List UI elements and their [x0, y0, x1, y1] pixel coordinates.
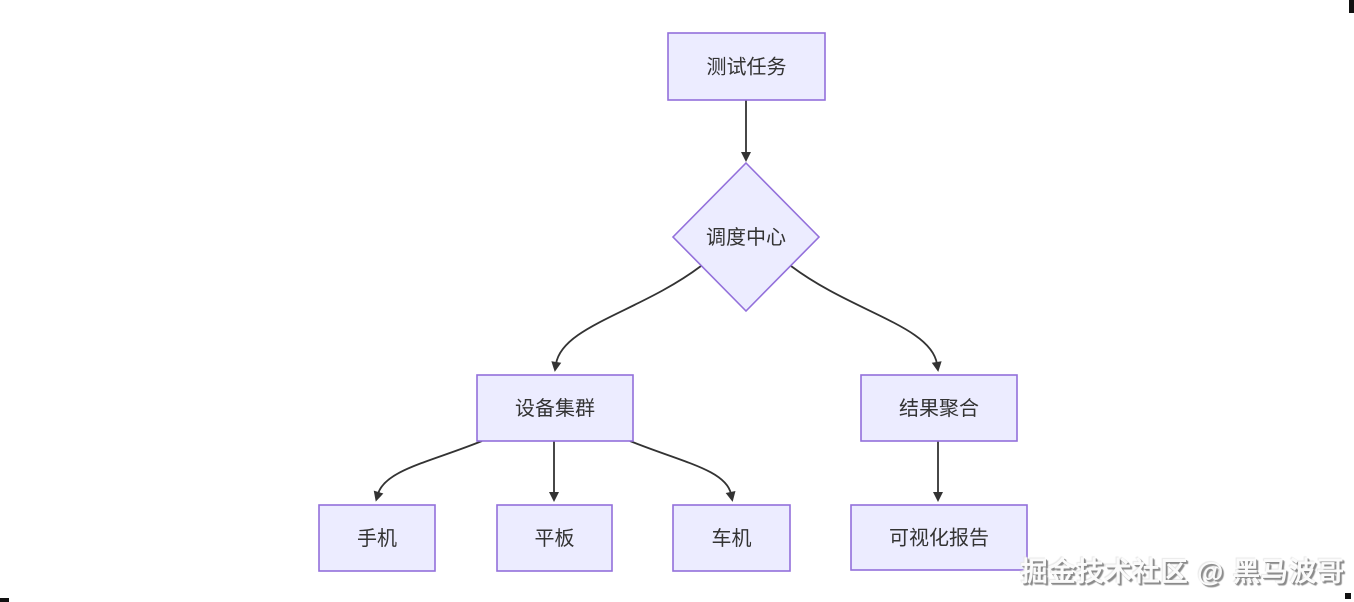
- node-tablet: 平板: [496, 504, 613, 572]
- node-device-cluster: 设备集群: [476, 374, 634, 442]
- node-test-task-label: 测试任务: [707, 56, 787, 79]
- edge-layer: [373, 100, 943, 502]
- watermark-text: 掘金技术社区 @ 黑马波哥: [1020, 557, 1345, 587]
- node-tablet-label: 平板: [535, 527, 575, 550]
- node-device-cluster-shape: [476, 374, 634, 442]
- node-phone-label: 手机: [357, 527, 397, 550]
- node-test-task-shape: [667, 32, 826, 101]
- node-phone-shape: [318, 504, 436, 572]
- corner-artifact-bottom-left: [0, 598, 9, 602]
- node-car-machine-shape: [672, 504, 791, 572]
- edge-dispatch-center-to-device-cluster: [551, 265, 702, 372]
- node-phone: 手机: [318, 504, 436, 572]
- node-visualization-report-shape: [850, 504, 1028, 571]
- node-car-machine: 车机: [672, 504, 791, 572]
- corner-artifact-top-right: [1349, 0, 1354, 13]
- edge-device-cluster-to-car-machine: [629, 440, 736, 502]
- edge-device-cluster-to-phone: [373, 440, 483, 502]
- node-device-cluster-label: 设备集群: [515, 397, 595, 420]
- node-visualization-report-label: 可视化报告: [889, 527, 989, 550]
- node-result-aggregation: 结果聚合: [860, 374, 1018, 442]
- node-dispatch-center-shape: [671, 161, 821, 313]
- corner-artifact-bottom-right: [1345, 593, 1351, 599]
- node-visualization-report: 可视化报告: [850, 504, 1028, 571]
- node-car-machine-label: 车机: [712, 527, 752, 550]
- edge-dispatch-center-to-result-aggregation: [790, 265, 942, 372]
- node-dispatch-center-label: 调度中心: [706, 226, 786, 249]
- node-dispatch-center: 调度中心: [671, 161, 821, 313]
- node-test-task: 测试任务: [667, 32, 826, 101]
- node-result-aggregation-shape: [860, 374, 1018, 442]
- node-tablet-shape: [496, 504, 613, 572]
- node-result-aggregation-label: 结果聚合: [899, 397, 979, 420]
